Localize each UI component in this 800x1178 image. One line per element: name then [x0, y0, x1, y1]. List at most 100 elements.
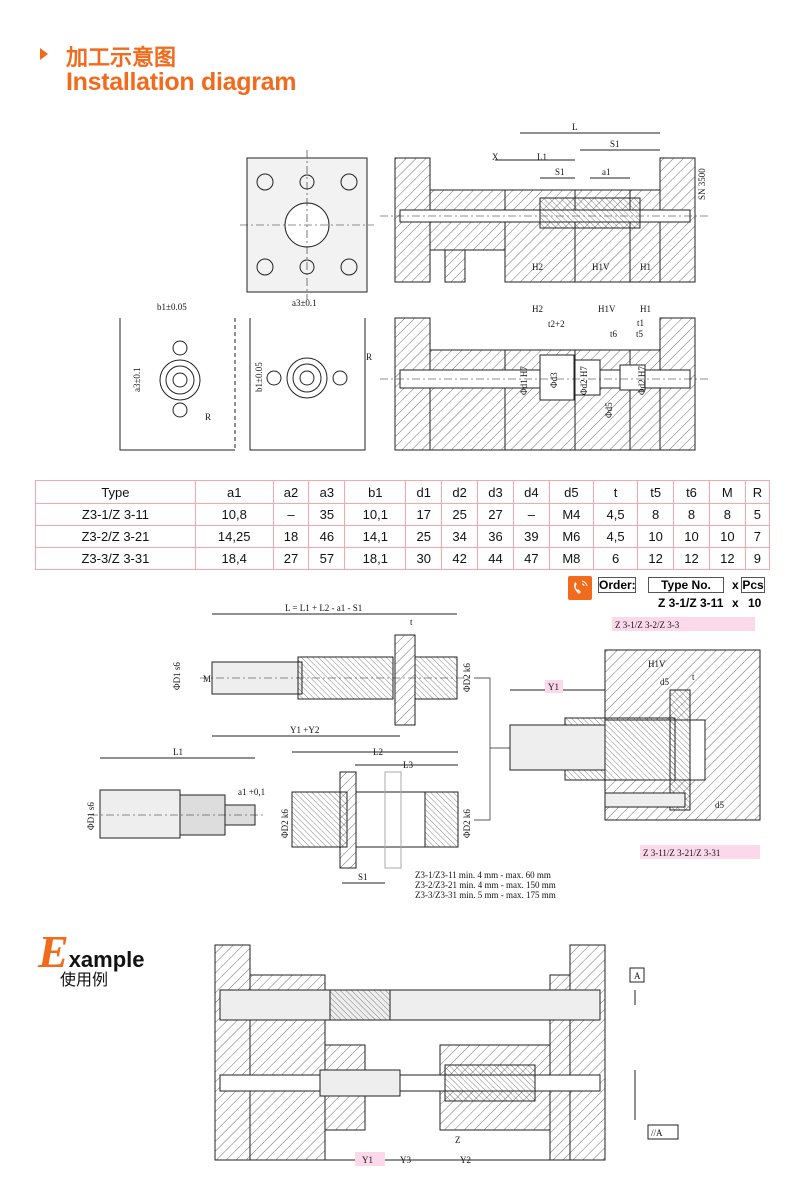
cell-a1: 18,4: [194, 547, 274, 570]
col-d4: d4: [512, 480, 550, 504]
cell-d5: M6: [548, 525, 594, 548]
dim-a3-vertical: a3±0.1: [132, 367, 142, 392]
label-d5b-detail: d5: [715, 800, 725, 810]
col-t6: t6: [673, 480, 710, 504]
col-t5: t5: [637, 480, 675, 504]
dim-d1: Φd1 H7: [519, 366, 529, 395]
cell-d2: 34: [441, 525, 479, 548]
mold-section-second: [380, 317, 710, 451]
cell-t6: 10: [673, 525, 710, 548]
datum-A: A: [634, 971, 641, 981]
example-initial: E: [38, 926, 69, 977]
dim-M: M: [203, 674, 211, 684]
col-R: R: [744, 480, 771, 504]
example-heading: Example: [38, 925, 145, 978]
cell-t6: 8: [673, 503, 710, 526]
label-Y1-detail: Y1: [548, 682, 559, 692]
tag-types-top: Z 3-1/Z 3-2/Z 3-3: [615, 620, 680, 630]
dim-t2: t2+2: [548, 319, 565, 329]
col-t: t: [592, 480, 639, 504]
dim-L: L: [572, 122, 578, 132]
cell-M: 12: [708, 547, 746, 570]
label-SN: SN 3500: [697, 168, 707, 200]
cell-d5: M8: [548, 547, 594, 570]
cell-a2: 18: [272, 525, 310, 548]
dim-D2: ΦD2 k6: [462, 663, 472, 692]
stroke-note-2: Z3-2/Z3-21 min. 4 mm - max. 150 mm: [415, 880, 556, 890]
cell-d1: 17: [405, 503, 443, 526]
header-triangle-icon: [40, 48, 48, 60]
example-chinese: 使用例: [60, 970, 109, 989]
label-d5-detail: d5: [660, 677, 670, 687]
dim-a1: a1: [602, 167, 611, 177]
dim-X: X: [492, 152, 499, 162]
order-info: Order: Type No. x Pcs Z 3-1/Z 3-11 x 10: [568, 576, 768, 616]
formula-L: L = L1 + L2 - a1 - S1: [285, 603, 362, 613]
part-a-drawing: [90, 757, 265, 839]
col-d2: d2: [441, 480, 479, 504]
cell-R: 5: [744, 503, 771, 526]
label-H1-2: H1: [640, 304, 651, 314]
table-header-row: Type a1 a2 a3 b1 d1 d2 d3 d4 d5 t t5 t6 …: [35, 480, 771, 504]
col-d1: d1: [405, 480, 443, 504]
cell-b1: 18,1: [344, 547, 407, 570]
dim-Y2-example: Y2: [460, 1155, 471, 1165]
dim-d3: Φd3: [549, 372, 559, 388]
cell-M: 10: [708, 525, 746, 548]
cell-d3: 27: [477, 503, 514, 526]
cell-a1: 14,25: [194, 525, 274, 548]
cell-type: Z3-1/Z 3-11: [35, 503, 196, 526]
type-no-label: Type No.: [648, 577, 724, 593]
dim-t1: t1: [637, 318, 644, 328]
col-a2: a2: [272, 480, 310, 504]
label-H2-2: H2: [532, 304, 543, 314]
part-b-drawing: [291, 751, 459, 884]
title-english: Installation diagram: [66, 68, 297, 96]
cell-type: Z3-2/Z 3-21: [35, 525, 196, 548]
dim-L2: L2: [373, 747, 383, 757]
dim-R-right: R: [366, 352, 372, 362]
dim-b1-vertical: b1±0.05: [254, 362, 264, 392]
cell-b1: 10,1: [344, 503, 407, 526]
dim-t5: t5: [636, 329, 644, 339]
col-a1: a1: [194, 480, 274, 504]
cell-d2: 25: [441, 503, 479, 526]
dim-S1-part: S1: [358, 872, 368, 882]
dim-L1: L1: [537, 152, 547, 162]
cell-t5: 12: [637, 547, 675, 570]
cell-t: 4,5: [592, 503, 639, 526]
example-drawing: [214, 944, 636, 1161]
cell-d3: 36: [477, 525, 514, 548]
dim-d2b: Φd2 H7: [637, 366, 647, 395]
cell-a3: 46: [308, 525, 346, 548]
col-d5: d5: [548, 480, 594, 504]
col-type: Type: [35, 480, 196, 504]
cell-type: Z3-3/Z 3-31: [35, 547, 196, 570]
cell-d4: –: [512, 503, 550, 526]
example-rest: xample: [68, 947, 145, 972]
dim-t6: t6: [610, 329, 618, 339]
cell-d3: 44: [477, 547, 514, 570]
cell-a3: 57: [308, 547, 346, 570]
order-label: Order:: [598, 577, 636, 593]
dim-D2-right: ΦD2 k6: [462, 809, 472, 838]
plate-front-view: [240, 150, 374, 300]
cell-M: 8: [708, 503, 746, 526]
cell-d4: 47: [512, 547, 550, 570]
label-H2: H2: [532, 262, 543, 272]
cell-d1: 30: [405, 547, 443, 570]
dim-D2-left: ΦD2 k6: [280, 809, 290, 838]
times-sign: x: [732, 578, 739, 592]
dim-d2: Φd2 H7: [579, 366, 589, 395]
cell-a2: 27: [272, 547, 310, 570]
cell-t: 4,5: [592, 525, 639, 548]
dim-L1-part: L1: [173, 747, 183, 757]
cell-d5: M4: [548, 503, 594, 526]
right-detail-drawing: [474, 649, 761, 821]
cell-a3: 35: [308, 503, 346, 526]
cell-R: 9: [744, 547, 771, 570]
title-chinese: 加工示意图: [66, 46, 177, 71]
cell-t5: 10: [637, 525, 675, 548]
